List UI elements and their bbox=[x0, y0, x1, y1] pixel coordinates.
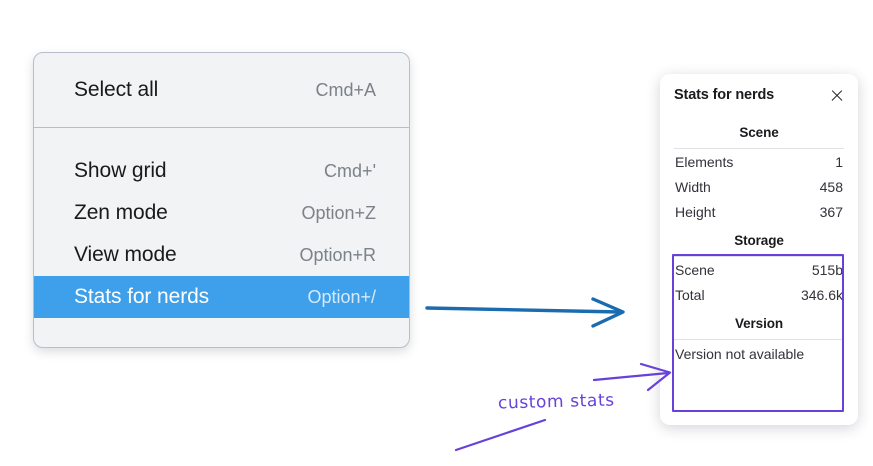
section-version: Version Version not available bbox=[672, 307, 846, 368]
menu-group-2: Show grid Cmd+' Zen mode Option+Z View m… bbox=[34, 128, 409, 340]
menu-item-label: Zen mode bbox=[74, 201, 168, 224]
menu-item-shortcut: Option+Z bbox=[301, 202, 376, 223]
menu-item-stats-for-nerds[interactable]: Stats for nerds Option+/ bbox=[34, 276, 409, 318]
stat-key: Total bbox=[675, 286, 705, 303]
stats-for-nerds-panel: Stats for nerds Scene Elements 1 Width 4… bbox=[660, 74, 858, 425]
section-heading: Scene bbox=[739, 125, 779, 140]
stat-key: Height bbox=[675, 203, 716, 220]
menu-item-label: Select all bbox=[74, 78, 159, 101]
menu-item-show-grid[interactable]: Show grid Cmd+' bbox=[34, 150, 409, 192]
menu-footer-spacer bbox=[34, 318, 409, 340]
stat-value: 346.6k bbox=[800, 286, 843, 303]
blue-arrow-menu-to-panel bbox=[425, 297, 625, 328]
stat-value: 515b bbox=[811, 261, 843, 278]
stat-value: 1 bbox=[835, 153, 843, 170]
menu-item-shortcut: Cmd+' bbox=[324, 160, 376, 181]
stat-row: Width 458 bbox=[672, 174, 846, 199]
stat-row: Total 346.6k bbox=[672, 282, 846, 307]
section-heading: Version bbox=[734, 316, 784, 331]
stat-row: Height 367 bbox=[672, 199, 846, 224]
handwritten-annotation-label: custom stats bbox=[497, 390, 615, 414]
section-scene: Scene Elements 1 Width 458 Height 367 bbox=[672, 116, 846, 224]
context-menu: Select all Cmd+A Show grid Cmd+' Zen mod… bbox=[33, 52, 410, 348]
menu-divider bbox=[34, 127, 409, 128]
menu-item-shortcut: Option+R bbox=[299, 244, 376, 265]
stat-key: Width bbox=[675, 178, 711, 195]
purple-pointer-stroke bbox=[454, 418, 547, 452]
stat-row: Elements 1 bbox=[672, 149, 846, 174]
stat-key: Scene bbox=[675, 261, 715, 278]
section-rule bbox=[674, 339, 844, 340]
menu-item-label: Show grid bbox=[74, 159, 167, 182]
stat-key: Elements bbox=[675, 153, 734, 170]
menu-item-label: Stats for nerds bbox=[74, 285, 210, 308]
stat-value: 367 bbox=[819, 203, 843, 220]
menu-item-shortcut: Option+/ bbox=[307, 286, 376, 307]
section-rule bbox=[674, 256, 844, 257]
stat-value: 458 bbox=[819, 178, 843, 195]
close-icon[interactable] bbox=[829, 87, 845, 103]
section-rule bbox=[674, 148, 844, 149]
purple-arrow-to-highlight bbox=[592, 362, 672, 392]
menu-item-view-mode[interactable]: View mode Option+R bbox=[34, 234, 409, 276]
menu-item-label: View mode bbox=[74, 243, 177, 266]
panel-header: Stats for nerds bbox=[672, 74, 846, 116]
section-storage: Storage Scene 515b Total 346.6k bbox=[672, 224, 846, 307]
menu-item-select-all[interactable]: Select all Cmd+A bbox=[34, 69, 409, 111]
stat-row: Scene 515b bbox=[672, 257, 846, 282]
menu-item-zen-mode[interactable]: Zen mode Option+Z bbox=[34, 192, 409, 234]
panel-title: Stats for nerds bbox=[674, 87, 775, 103]
section-heading: Storage bbox=[734, 233, 784, 248]
version-value: Version not available bbox=[675, 346, 805, 362]
menu-group-1: Select all Cmd+A bbox=[34, 53, 409, 127]
menu-item-shortcut: Cmd+A bbox=[315, 79, 376, 100]
